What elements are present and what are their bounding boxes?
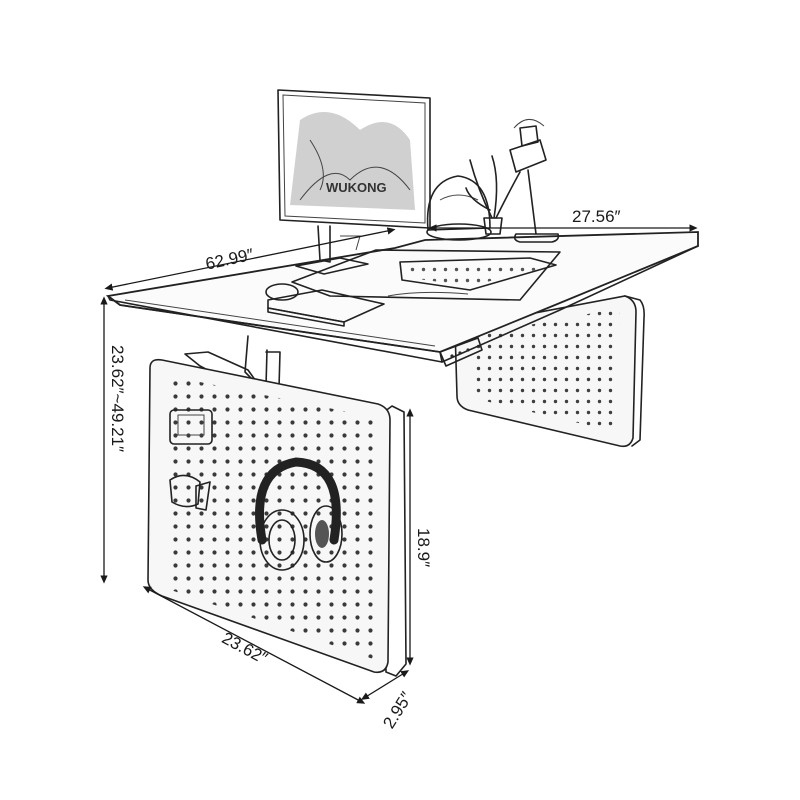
dim-panel-width-label: 23.62″ xyxy=(219,628,271,668)
potted-plant xyxy=(465,155,521,235)
dim-panel-thickness-label: 2.95″ xyxy=(379,689,416,732)
notebook xyxy=(267,289,385,327)
dim-panel-height: 18.9″ xyxy=(406,408,433,666)
monitor: WUKONG xyxy=(277,89,431,275)
height-control-panel xyxy=(439,337,483,367)
dim-panel-height-label: 18.9″ xyxy=(414,528,433,567)
monitor-screen-text: WUKONG xyxy=(326,180,387,195)
dim-height-range-label: 23.62″~49.21″ xyxy=(108,345,127,452)
desk-top xyxy=(105,231,699,367)
headphone-hanger xyxy=(519,125,539,147)
dim-height-range: 23.62″~49.21″ xyxy=(100,296,127,584)
left-pegboard-panel xyxy=(147,358,407,677)
right-pegboard-panel xyxy=(454,295,645,448)
headphones xyxy=(255,457,343,571)
game-console-holder xyxy=(169,409,213,445)
dim-desk-width-label: 62.99″ xyxy=(204,245,255,274)
speaker xyxy=(426,175,492,241)
dim-desk-depth-label: 27.56″ xyxy=(572,207,621,226)
game-controller xyxy=(169,474,211,511)
dim-panel-thickness: 2.95″ xyxy=(360,670,416,732)
desk-lamp xyxy=(509,119,560,243)
keyboard xyxy=(399,257,557,291)
dim-desk-depth: 27.56″ xyxy=(428,207,698,232)
